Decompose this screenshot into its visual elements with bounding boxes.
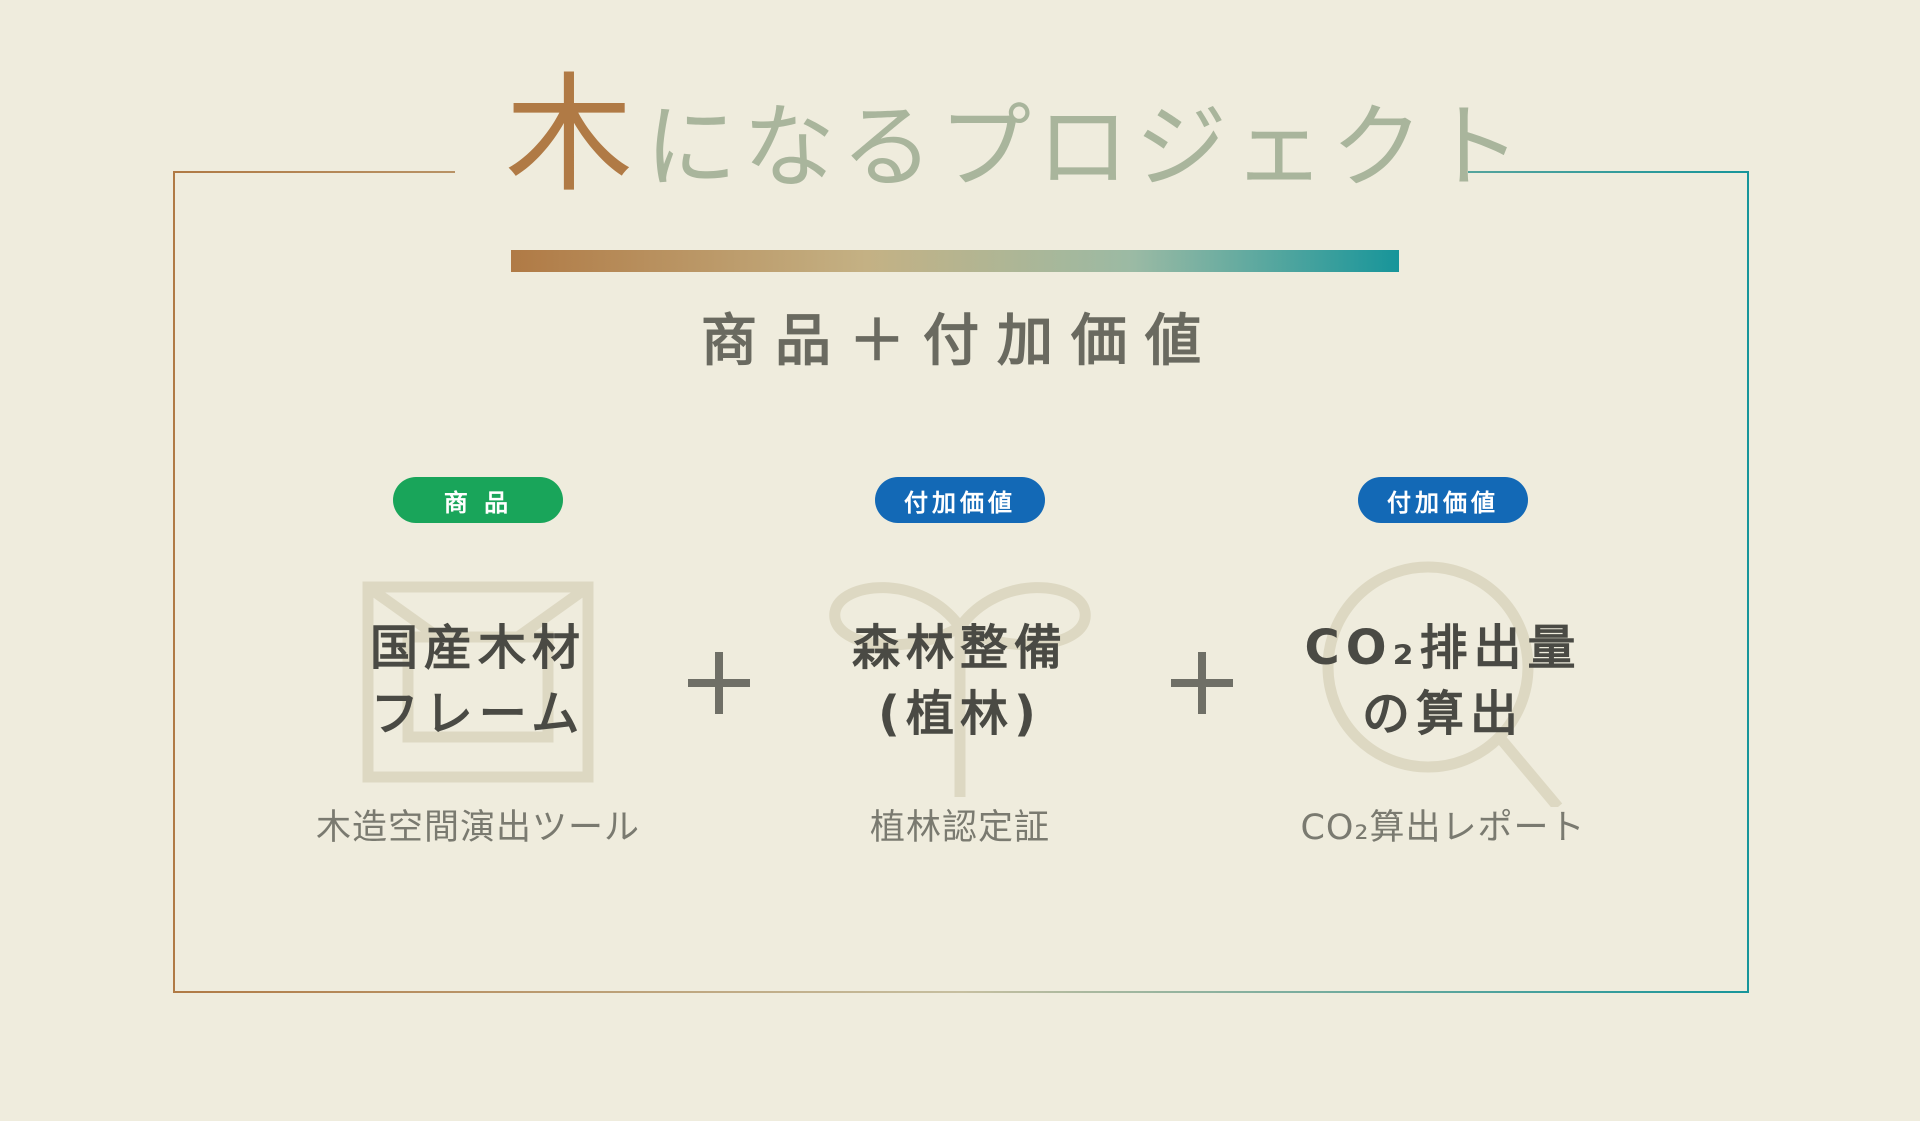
item-title-line1: CO₂排出量 (1304, 620, 1582, 676)
item-product: 商 品 国産木材 フレーム 木造空間演出ツール (268, 477, 688, 877)
item-subtitle: 植林認定証 (869, 808, 1050, 848)
item-title-line2: の算出 (1361, 686, 1524, 742)
item-title-line1: 国産木材 (369, 620, 586, 676)
badge-value-forest: 付加価値 (875, 477, 1045, 523)
plus-icon (688, 652, 750, 714)
item-co2: 付加価値 CO₂排出量 の算出 CO₂算出レポート (1233, 477, 1653, 877)
sprout-icon (829, 582, 1091, 797)
frame-icon (362, 581, 594, 783)
project-title: 木 になるプロジェクト (505, 72, 1527, 222)
badge-value-co2: 付加価値 (1358, 477, 1528, 523)
title-rest: になるプロジェクト (645, 94, 1528, 201)
badge-product: 商 品 (393, 477, 563, 523)
item-title-line2: フレーム (370, 686, 586, 742)
magnifier-icon (1322, 561, 1563, 807)
item-subtitle: 木造空間演出ツール (315, 808, 640, 848)
item-forest: 付加価値 森林整備 (植林) 植林認定証 (750, 477, 1170, 877)
title-underline-gradient (511, 250, 1399, 272)
item-subtitle: CO₂算出レポート (1300, 808, 1586, 848)
subtitle: 商品＋付加価値 (701, 309, 1219, 374)
item-title: 国産木材 フレーム (268, 615, 688, 747)
plus-icon (1171, 652, 1233, 714)
item-title-line1: 森林整備 (851, 620, 1068, 676)
item-title: CO₂排出量 の算出 (1233, 615, 1653, 747)
item-title-line2: (植林) (878, 686, 1042, 742)
title-ki: 木 (505, 61, 634, 210)
item-title: 森林整備 (植林) (750, 615, 1170, 747)
